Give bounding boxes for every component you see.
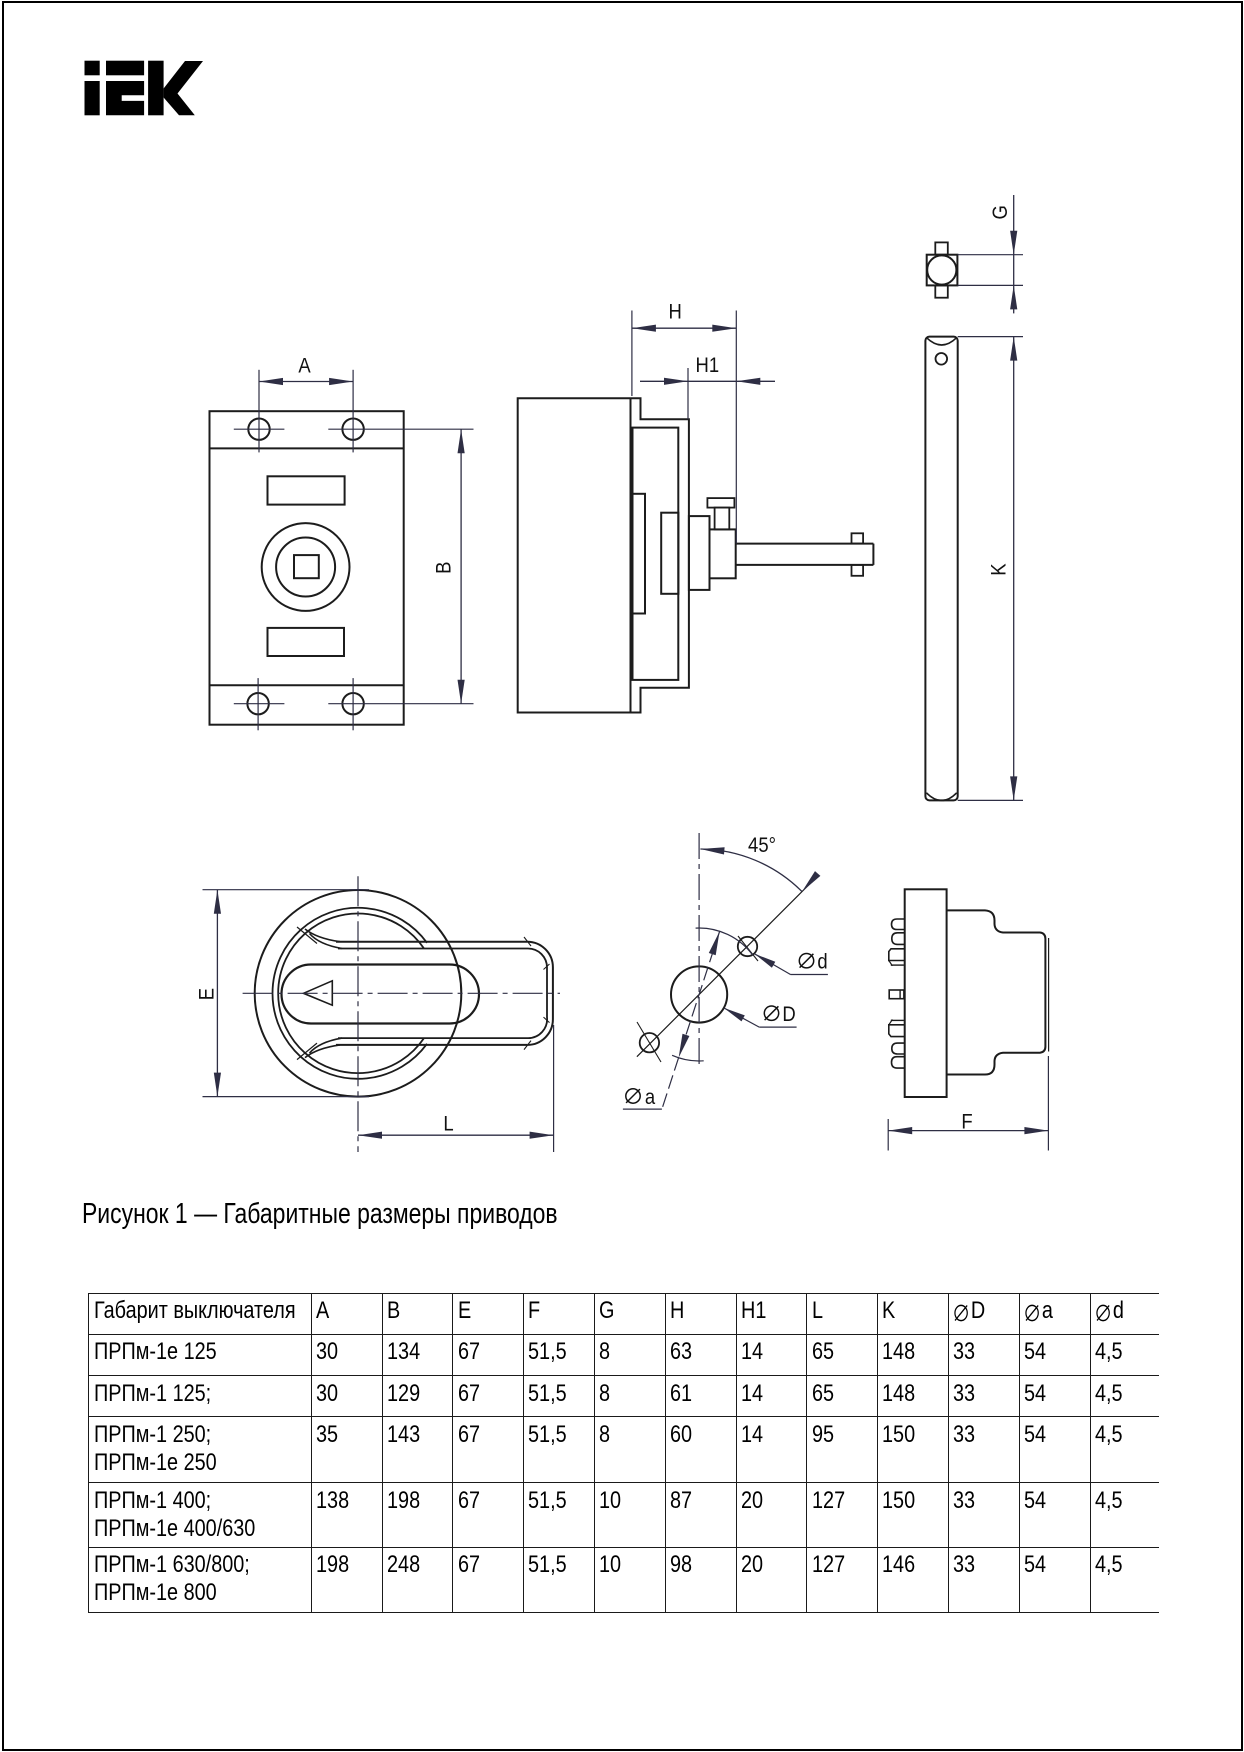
svg-text:K: K	[987, 563, 1010, 575]
svg-text:B: B	[432, 562, 455, 574]
svg-text:E: E	[195, 988, 218, 1000]
svg-text:G: G	[989, 205, 1012, 219]
svg-text:A: A	[298, 354, 311, 377]
svg-text:L: L	[443, 1112, 453, 1135]
svg-text:D: D	[782, 1003, 795, 1026]
svg-text:H: H	[669, 301, 682, 324]
svg-text:a: a	[645, 1086, 655, 1109]
svg-text:H1: H1	[695, 354, 719, 377]
svg-text:d: d	[817, 950, 827, 973]
svg-text:F: F	[961, 1111, 972, 1134]
svg-text:45°: 45°	[748, 834, 776, 857]
